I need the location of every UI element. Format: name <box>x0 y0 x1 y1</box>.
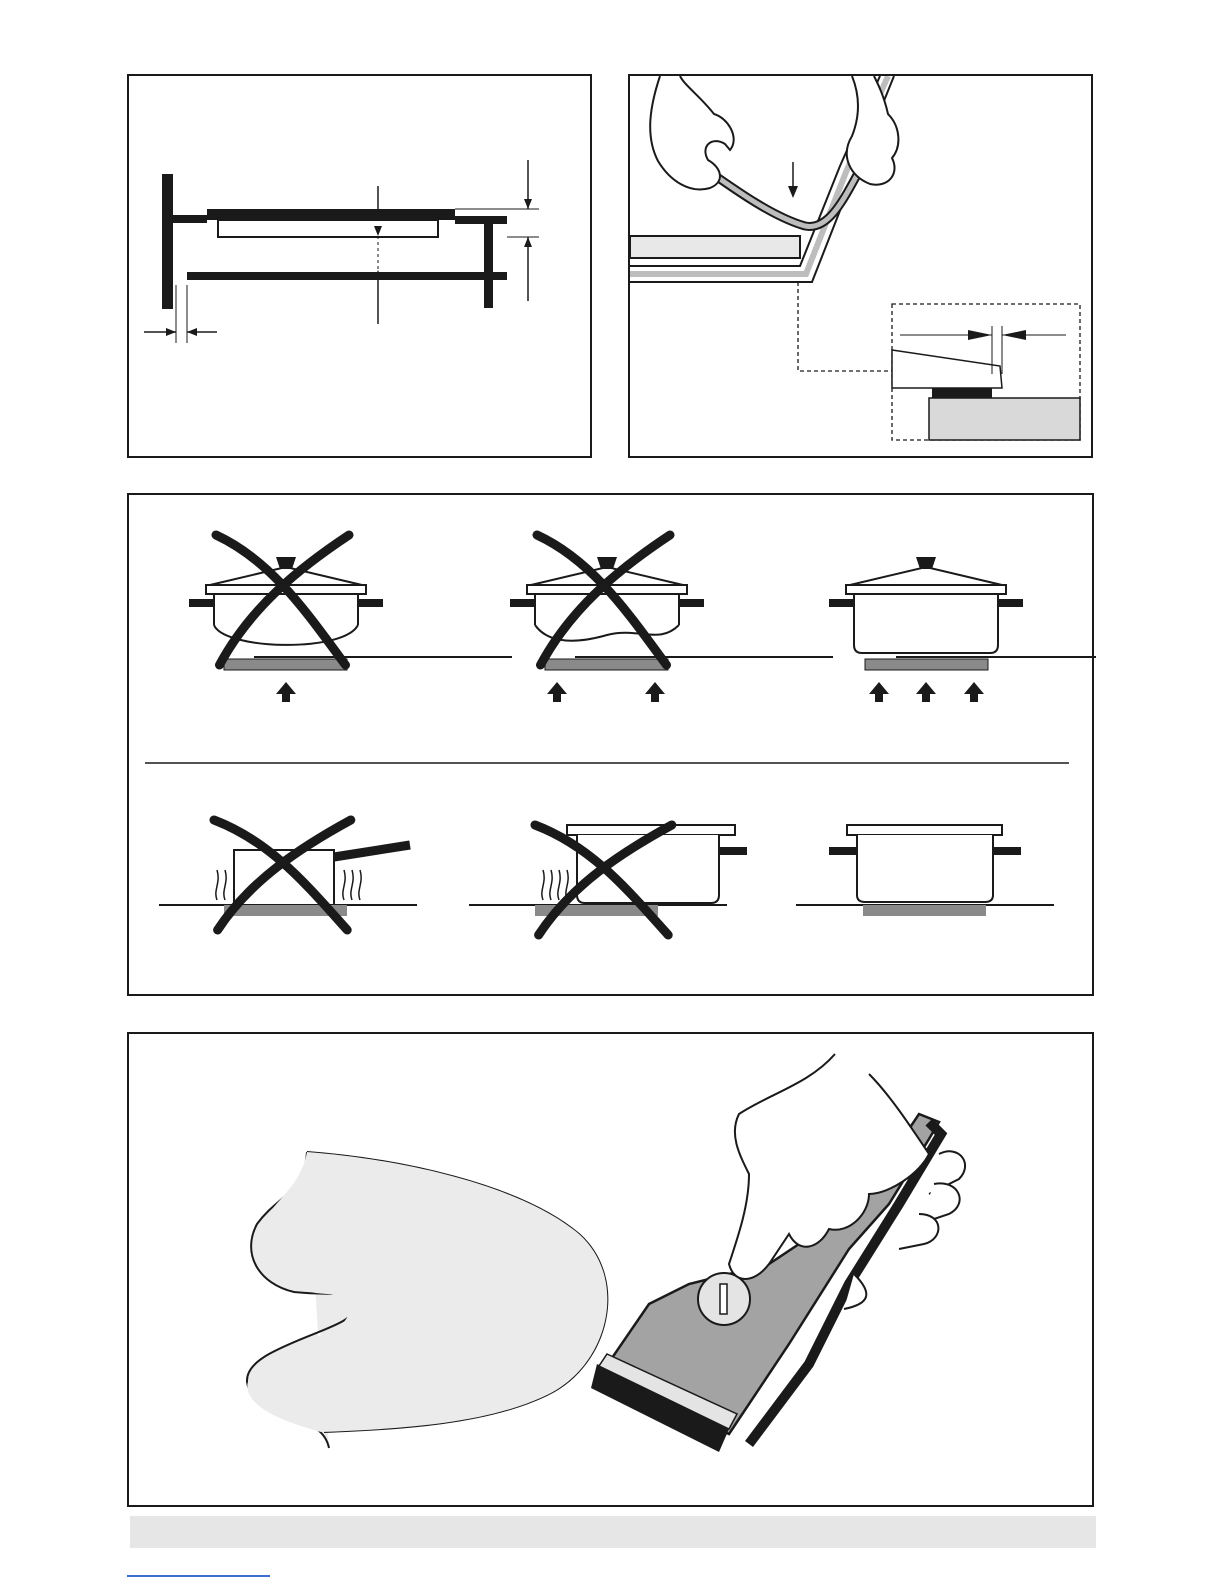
scraper-cleaning-panel <box>127 1032 1094 1507</box>
hand-icon <box>650 76 734 189</box>
installation-diagram <box>129 76 594 460</box>
pan-icon <box>854 645 998 653</box>
heat-arrow-icon <box>558 870 560 900</box>
cooking-zone <box>545 659 668 670</box>
pan-icon <box>857 835 993 902</box>
heat-arrow-icon <box>216 870 218 900</box>
cooking-zone <box>863 905 986 916</box>
hand-icon <box>847 76 899 185</box>
cooking-zone <box>865 659 988 670</box>
heat-arrow-icon <box>645 682 665 702</box>
heat-arrow-icon <box>547 682 567 702</box>
heat-arrow-icon <box>542 870 544 900</box>
shelf <box>187 272 507 280</box>
footer-bar <box>130 1516 1096 1548</box>
heat-arrow-icon <box>916 682 936 702</box>
hob-plate <box>207 209 455 220</box>
seal-application-diagram <box>630 76 1095 460</box>
heat-arrow-icon <box>359 870 361 900</box>
wall <box>162 174 173 309</box>
worktop-detail <box>929 398 1080 440</box>
pan-suitability-panel <box>127 493 1094 996</box>
heat-arrow-icon <box>869 682 889 702</box>
footer-link-underline[interactable] <box>127 1575 270 1577</box>
heat-arrow-icon <box>351 870 353 900</box>
heat-arrow-icon <box>550 870 552 900</box>
scraper-cleaning-diagram <box>129 1034 1096 1509</box>
pan-suitability-diagram <box>129 495 1096 998</box>
heat-arrow-icon <box>343 870 345 900</box>
seal-application-panel <box>628 74 1093 458</box>
heat-arrow-icon <box>276 682 296 702</box>
installation-diagram-panel <box>127 74 592 458</box>
heat-arrow-icon <box>224 870 226 900</box>
heat-arrow-icon <box>964 682 984 702</box>
cooking-zone <box>224 659 347 670</box>
